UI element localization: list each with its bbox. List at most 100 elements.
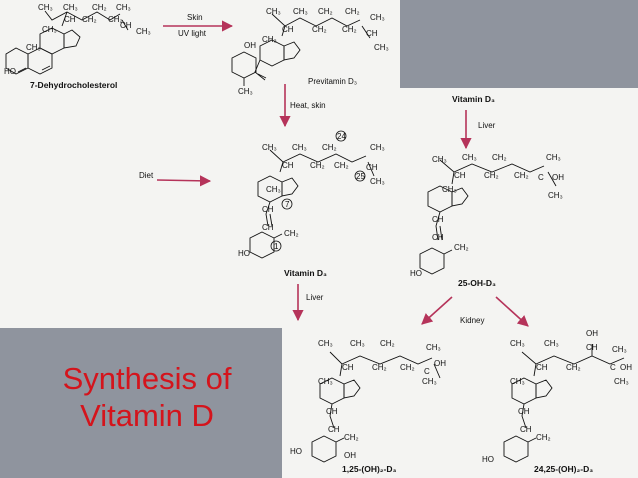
mol5-ch3-c: CH₃	[426, 343, 441, 352]
mol3-ch2-b: CH₂	[310, 161, 325, 170]
mol2-ch3-c: CH₃	[370, 13, 385, 22]
slide-title: Synthesis of Vitamin D	[22, 360, 272, 434]
mol6-ch2-b: CH₂	[536, 433, 551, 442]
arrow-diet	[156, 175, 212, 187]
mol5-ch-c: CH	[328, 425, 340, 434]
mol2-ch2-c: CH₂	[312, 25, 327, 34]
mol2-ch-b: CH	[366, 29, 378, 38]
mol5-ch3-b: CH₃	[350, 339, 365, 348]
mol2-ch3-f: CH₃	[238, 87, 253, 96]
label-previtamin-d3: Previtamin D₃	[308, 77, 357, 86]
label-7-dehydrocholesterol: 7-Dehydrocholesterol	[30, 80, 117, 90]
mol6-ch-top: CH	[586, 343, 598, 352]
reaction-arrows	[156, 20, 529, 327]
mol3-ch2-a: CH₂	[322, 143, 337, 152]
mol1-ch-a: CH	[64, 15, 76, 24]
mol5-oh-ring: OH	[344, 451, 356, 460]
label-1-25-oh2-d3: 1,25-(OH)₂-D₃	[342, 464, 397, 474]
arrow-kidney-right	[495, 296, 529, 327]
label-25-oh-d3: 25-OH-D₃	[458, 278, 496, 288]
mol1-ch-b: CH	[120, 21, 132, 30]
mol3-ch3-b: CH₃	[292, 143, 307, 152]
mol5-ch2-a: CH₂	[380, 339, 395, 348]
molecule-25-oh-d3	[419, 159, 557, 275]
locant-7-circle	[281, 198, 293, 210]
label-vitamin-d3: Vitamin D₃	[284, 268, 327, 278]
mol3-ch2-c: CH₂	[334, 161, 349, 170]
mol2-ch3-a: CH₃	[266, 7, 281, 16]
mol1-ch3-e: CH₃	[42, 25, 57, 34]
mol6-ch3-b: CH₃	[544, 339, 559, 348]
panel-bottom	[282, 328, 638, 478]
mol2-ch3-d: CH₃	[374, 43, 389, 52]
mol6-c: C	[610, 363, 616, 372]
mol6-ch-a: CH	[536, 363, 548, 372]
mol5-ch3-a: CH₃	[318, 339, 333, 348]
mol2-ch2-a: CH₂	[318, 7, 333, 16]
mol1-ch3-d: CH₃	[136, 27, 151, 36]
panel-upper-left	[0, 0, 400, 328]
mol1-ch3-c: CH₃	[116, 3, 131, 12]
mol1-ch3-b: CH₃	[63, 3, 78, 12]
mol1-ch2-b: CH₂	[82, 15, 97, 24]
slide-title-line-2: Vitamin D	[80, 398, 214, 433]
mol6-ch3-a: CH₃	[510, 339, 525, 348]
mol5-oh-side: OH	[434, 359, 446, 368]
mol3-ch3-a: CH₃	[262, 143, 277, 152]
mol3-ch3-c: CH₃	[370, 143, 385, 152]
label-uv-light: UV light	[178, 29, 207, 38]
mol6-ch3-d: CH₃	[614, 377, 629, 386]
mol2-oh: OH	[244, 41, 256, 50]
mol4-c: C	[538, 173, 544, 182]
mol1-ch3-a: CH₃	[38, 3, 53, 12]
mol2-ch3-b: CH₃	[293, 7, 308, 16]
mol6-ch3-e: CH₃	[510, 377, 525, 386]
molecule-7-dehydrocholesterol	[5, 10, 129, 75]
mol1-ch2-c: CH₂	[108, 15, 123, 24]
panel-right	[400, 88, 638, 328]
mol3-ch-c: CH	[262, 205, 274, 214]
mol2-ch2-b: CH₂	[345, 7, 360, 16]
mol6-ch-c: CH	[520, 425, 532, 434]
mol4-ch2-c: CH₂	[514, 171, 529, 180]
locant-25-circle	[354, 170, 366, 182]
molecule-previtamin-d3	[231, 13, 371, 86]
mol3-ch3-e: CH₃	[266, 185, 281, 194]
mol6-ch2-a: CH₂	[566, 363, 581, 372]
mol4-ch3-e: CH₃	[442, 185, 457, 194]
mol1-ho: HO	[4, 67, 16, 76]
mol5-ch3-d: CH₃	[422, 377, 437, 386]
mol5-ho: HO	[290, 447, 302, 456]
mol5-ch-a: CH	[342, 363, 354, 372]
label-vitamin-d3-right: Vitamin D₃	[452, 94, 495, 104]
molecule-24-25-oh2-d3	[503, 344, 625, 463]
locant-1-circle	[270, 240, 282, 252]
mol2-ch2-d: CH₂	[342, 25, 357, 34]
mol6-oh-top: OH	[586, 329, 598, 338]
mol6-ch-b: CH	[518, 407, 530, 416]
molecule-1-25-oh2-d3	[311, 351, 441, 463]
mol3-ch-b: CH	[366, 163, 378, 172]
label-diet: Diet	[139, 171, 154, 180]
mol6-ch3-c: CH₃	[612, 345, 627, 354]
label-24-25-oh2-d3: 24,25-(OH)₂-D₃	[534, 464, 593, 474]
mol4-ch3-d: CH₃	[548, 191, 563, 200]
mol2-ch3-e: CH₃	[262, 35, 277, 44]
mol3-ch3-d: CH₃	[370, 177, 385, 186]
locant-7: 7	[285, 200, 290, 209]
molecule-vitamin-d3	[249, 149, 375, 259]
mol5-ch2-c: CH₂	[400, 363, 415, 372]
mol3-ho: HO	[238, 249, 250, 258]
locant-1: 1	[274, 242, 279, 251]
locant-25: 25	[356, 172, 365, 181]
label-skin: Skin	[187, 13, 203, 22]
mol4-ch2-b: CH₂	[484, 171, 499, 180]
mol4-ch3-b: CH₃	[462, 153, 477, 162]
mol3-ch-a: CH	[282, 161, 294, 170]
mol4-ch3-c: CH₃	[546, 153, 561, 162]
mol5-ch2-b: CH₂	[372, 363, 387, 372]
mol4-ch-b: CH	[432, 215, 444, 224]
mol2-ch-a: CH	[282, 25, 294, 34]
mol5-ch2-d: CH₂	[344, 433, 359, 442]
